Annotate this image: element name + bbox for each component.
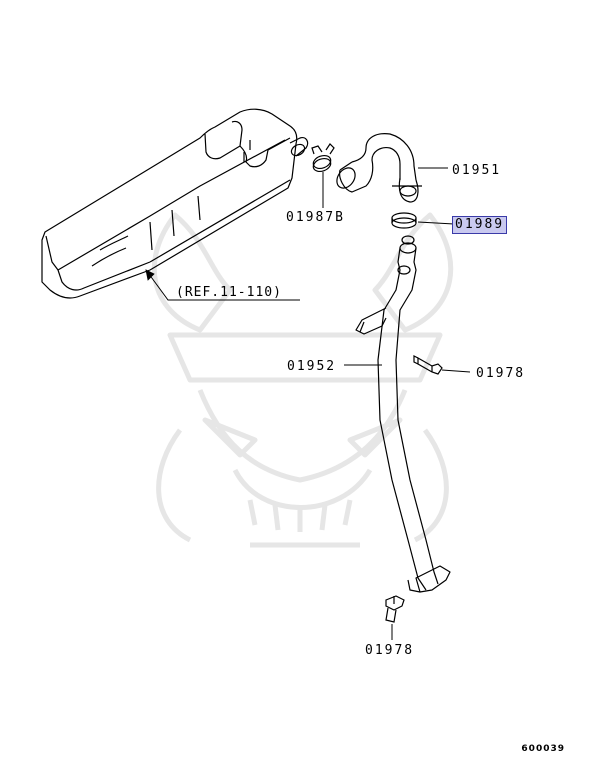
watermark-emblem bbox=[151, 212, 454, 548]
hose-clip bbox=[311, 143, 335, 173]
callout-reference[interactable]: (REF.11-110) bbox=[176, 285, 282, 300]
callout-bolt-upper[interactable]: 01978 bbox=[476, 366, 526, 381]
callout-clip[interactable]: 01987B bbox=[286, 210, 345, 225]
callout-clamp-highlighted[interactable]: 01989 bbox=[452, 216, 508, 234]
callout-hose[interactable]: 01951 bbox=[452, 163, 502, 178]
hose-clamp bbox=[391, 212, 417, 229]
valve-cover bbox=[41, 108, 309, 299]
callout-pipe[interactable]: 01952 bbox=[287, 359, 337, 374]
bolt-upper-drawing bbox=[413, 355, 443, 375]
callout-bolt-lower[interactable]: 01978 bbox=[365, 643, 415, 658]
breather-hose bbox=[336, 133, 422, 203]
bolt-lower-drawing bbox=[385, 595, 405, 623]
leader-lines bbox=[145, 167, 471, 640]
breather-pipe bbox=[355, 235, 451, 593]
diagram-id: 600039 bbox=[521, 744, 565, 754]
ref-arrow-head bbox=[145, 269, 155, 281]
